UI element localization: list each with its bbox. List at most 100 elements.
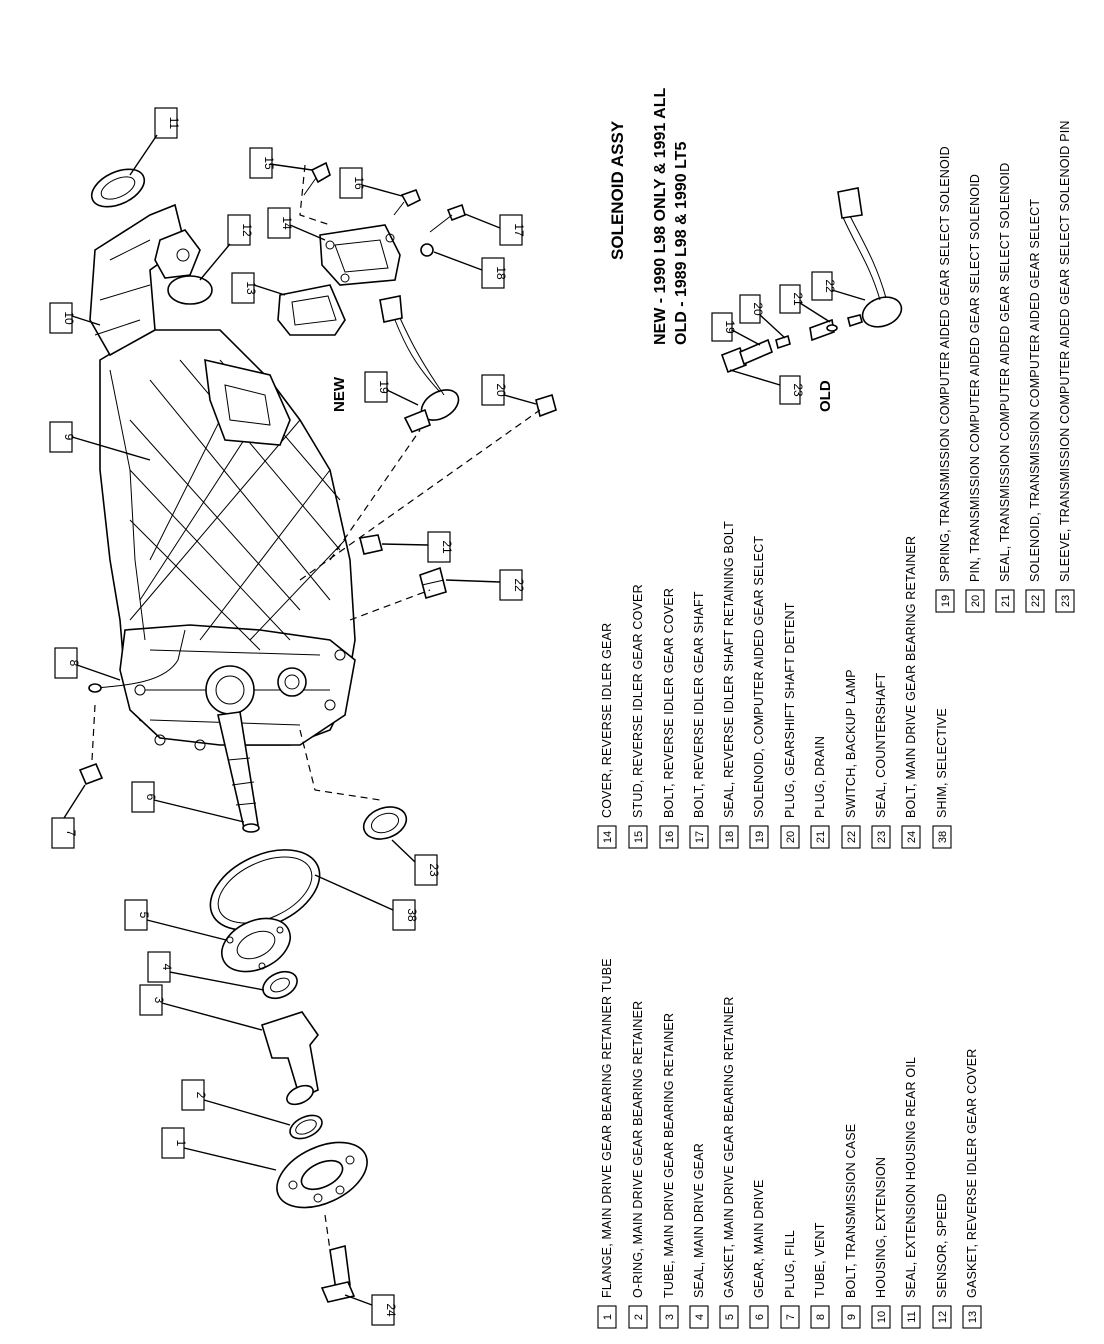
legend-row: 19 SPRING, TRANSMISSION COMPUTER AIDED G… bbox=[935, 146, 955, 613]
legend-description: SPRING, TRANSMISSION COMPUTER AIDED GEAR… bbox=[938, 146, 952, 582]
new-tag: NEW bbox=[331, 376, 348, 412]
legend-row: 5 GASKET, MAIN DRIVE GEAR BEARING RETAIN… bbox=[719, 996, 739, 1329]
legend-description: TUBE, VENT bbox=[813, 1222, 827, 1298]
legend-description: SLEEVE, TRANSMISSION COMPUTER AIDED GEAR… bbox=[1058, 120, 1072, 582]
callout-label: 11 bbox=[167, 117, 181, 130]
callout-label: 20 bbox=[751, 302, 765, 316]
callout-box bbox=[481, 257, 505, 289]
bearing-retainer-tube bbox=[261, 1011, 319, 1106]
legend-description: SEAL, EXTENSION HOUSING REAR OIL bbox=[904, 1057, 918, 1298]
reverse-idler-gear-cover bbox=[319, 224, 401, 286]
retainer-bolt bbox=[320, 1244, 356, 1303]
legend-number: 18 bbox=[724, 831, 736, 843]
legend-number: 23 bbox=[876, 831, 888, 843]
legend-row: 1 FLANGE, MAIN DRIVE GEAR BEARING RETAIN… bbox=[597, 958, 617, 1329]
callout-box bbox=[147, 951, 171, 983]
legend-number: 38 bbox=[937, 831, 949, 843]
legend-number: 7 bbox=[785, 1314, 797, 1320]
legend-number: 15 bbox=[633, 831, 645, 843]
legend-row: 7 PLUG, FILL bbox=[780, 1230, 800, 1329]
new-solenoid bbox=[379, 295, 460, 434]
legend-number: 9 bbox=[846, 1314, 858, 1320]
legend-row: 21 PLUG, DRAIN bbox=[810, 736, 830, 849]
legend-number: 19 bbox=[940, 595, 952, 607]
legend-number: 4 bbox=[694, 1314, 706, 1320]
legend-number: 20 bbox=[970, 595, 982, 607]
legend-row: 22 SOLENOID, TRANSMISSION COMPUTER AIDED… bbox=[1025, 199, 1045, 613]
legend-description: PIN, TRANSMISSION COMPUTER AIDED GEAR SE… bbox=[968, 174, 982, 582]
callout-label: 2 bbox=[194, 1092, 208, 1099]
transmission-case bbox=[99, 329, 356, 751]
legend-description: BOLT, TRANSMISSION CASE bbox=[844, 1124, 858, 1298]
callout-box bbox=[481, 374, 505, 406]
legend-number: 21 bbox=[1000, 595, 1012, 607]
callout-label: 20 bbox=[494, 383, 508, 397]
legend-description: PLUG, GEARSHIFT SHAFT DETENT bbox=[783, 602, 797, 818]
reverse-idler-cover-gasket bbox=[277, 284, 346, 336]
callout-box bbox=[779, 284, 801, 314]
legend-number: 10 bbox=[876, 1311, 888, 1323]
legend-number: 19 bbox=[754, 831, 766, 843]
legend-number: 16 bbox=[664, 831, 676, 843]
legend-number: 13 bbox=[967, 1311, 979, 1323]
callout-label: 38 bbox=[405, 908, 419, 922]
callout-box bbox=[779, 375, 801, 405]
old-tag: OLD bbox=[817, 380, 834, 412]
callout-box bbox=[54, 647, 78, 679]
legend-description: SEAL, COUNTERSHAFT bbox=[874, 673, 888, 818]
legend-description: SOLENOID, COMPUTER AIDED GEAR SELECT bbox=[752, 536, 766, 818]
legend-row: 11 SEAL, EXTENSION HOUSING REAR OIL bbox=[901, 1057, 921, 1329]
callout-label: 9 bbox=[62, 434, 76, 441]
callout-label: 5 bbox=[137, 912, 151, 919]
callout-box bbox=[371, 1294, 395, 1326]
legend-row: 38 SHIM, SELECTIVE bbox=[932, 708, 952, 849]
legend-row: 21 SEAL, TRANSMISSION COMPUTER AIDED GEA… bbox=[995, 163, 1015, 613]
drain-plug bbox=[359, 534, 383, 555]
legend-row: 4 SEAL, MAIN DRIVE GEAR bbox=[689, 1143, 709, 1329]
legend-row: 9 BOLT, TRANSMISSION CASE bbox=[841, 1124, 861, 1329]
callout-box bbox=[51, 817, 75, 849]
legend-description: HOUSING, EXTENSION bbox=[874, 1157, 888, 1298]
legend-number: 12 bbox=[937, 1311, 949, 1323]
legend-description: GASKET, REVERSE IDLER GEAR COVER bbox=[965, 1048, 979, 1298]
legend-row: 6 GEAR, MAIN DRIVE bbox=[749, 1180, 769, 1329]
legend-row: 23 SEAL, COUNTERSHAFT bbox=[871, 673, 891, 849]
legend-description: GASKET, MAIN DRIVE GEAR BEARING RETAINER bbox=[722, 996, 736, 1298]
legend-description: GEAR, MAIN DRIVE bbox=[752, 1180, 766, 1299]
callout-label: 12 bbox=[240, 223, 254, 237]
callout-label: 14 bbox=[280, 216, 294, 230]
legend-row: 24 BOLT, MAIN DRIVE GEAR BEARING RETAINE… bbox=[901, 536, 921, 849]
callout-label: 22 bbox=[823, 279, 837, 293]
legend-number: 22 bbox=[846, 831, 858, 843]
callout-label: 17 bbox=[512, 223, 526, 237]
callout-label: 6 bbox=[144, 794, 158, 801]
legend-description: SEAL, TRANSMISSION COMPUTER AIDED GEAR S… bbox=[998, 163, 1012, 582]
callout-box bbox=[267, 207, 291, 239]
legend-description: SHIM, SELECTIVE bbox=[935, 708, 949, 818]
legend-row: 23 SLEEVE, TRANSMISSION COMPUTER AIDED G… bbox=[1055, 120, 1075, 613]
legend-description: BOLT, MAIN DRIVE GEAR BEARING RETAINER bbox=[904, 536, 918, 818]
legend-row: 20 PLUG, GEARSHIFT SHAFT DETENT bbox=[780, 602, 800, 849]
callout-label: 15 bbox=[262, 156, 276, 170]
legend-number: 5 bbox=[724, 1314, 736, 1320]
main-drive-gear bbox=[217, 711, 260, 833]
legend-description: SOLENOID, TRANSMISSION COMPUTER AIDED GE… bbox=[1028, 199, 1042, 582]
legend-description: PLUG, FILL bbox=[783, 1230, 797, 1298]
callout-box bbox=[49, 302, 73, 334]
legend-number: 20 bbox=[785, 831, 797, 843]
callout-box bbox=[739, 294, 761, 324]
legend-description: STUD, REVERSE IDLER GEAR COVER bbox=[631, 584, 645, 818]
detent-plug bbox=[535, 393, 557, 418]
legend-number: 21 bbox=[815, 831, 827, 843]
legend-row: 20 PIN, TRANSMISSION COMPUTER AIDED GEAR… bbox=[965, 174, 985, 613]
callout-box bbox=[364, 371, 388, 403]
callout-box bbox=[414, 854, 438, 886]
legend-number: 1 bbox=[602, 1314, 614, 1320]
legend-number: 11 bbox=[906, 1311, 918, 1322]
legend-left: 1 FLANGE, MAIN DRIVE GEAR BEARING RETAIN… bbox=[597, 958, 982, 1329]
main-drive-gear-seal bbox=[262, 970, 298, 1000]
callout-box bbox=[249, 147, 273, 179]
legend-number: 8 bbox=[815, 1314, 827, 1320]
